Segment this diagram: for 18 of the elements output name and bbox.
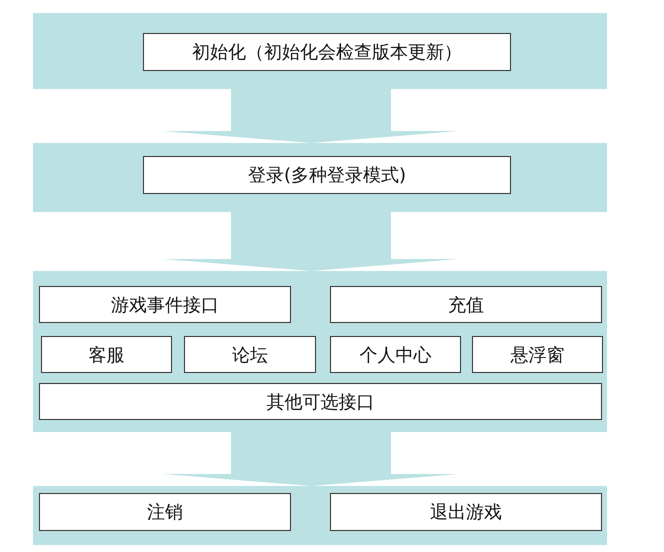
process-box: 其他可选接口 [39,383,602,420]
stage-band [33,13,607,89]
process-box: 个人中心 [330,336,461,373]
process-box: 悬浮窗 [472,336,603,373]
process-box: 论坛 [184,336,316,373]
process-box: 退出游戏 [330,493,602,531]
process-box: 注销 [39,493,291,531]
block-arrow [163,212,459,271]
stage-band [33,143,607,212]
stage-band [33,486,607,545]
block-arrow [163,432,459,486]
process-box: 客服 [41,336,172,373]
block-arrow [163,89,459,143]
process-box: 游戏事件接口 [39,286,291,323]
process-box: 初始化（初始化会检查版本更新） [143,33,511,71]
process-box: 充值 [330,286,602,323]
process-box: 登录(多种登录模式) [143,156,511,194]
stage-band [33,271,607,432]
